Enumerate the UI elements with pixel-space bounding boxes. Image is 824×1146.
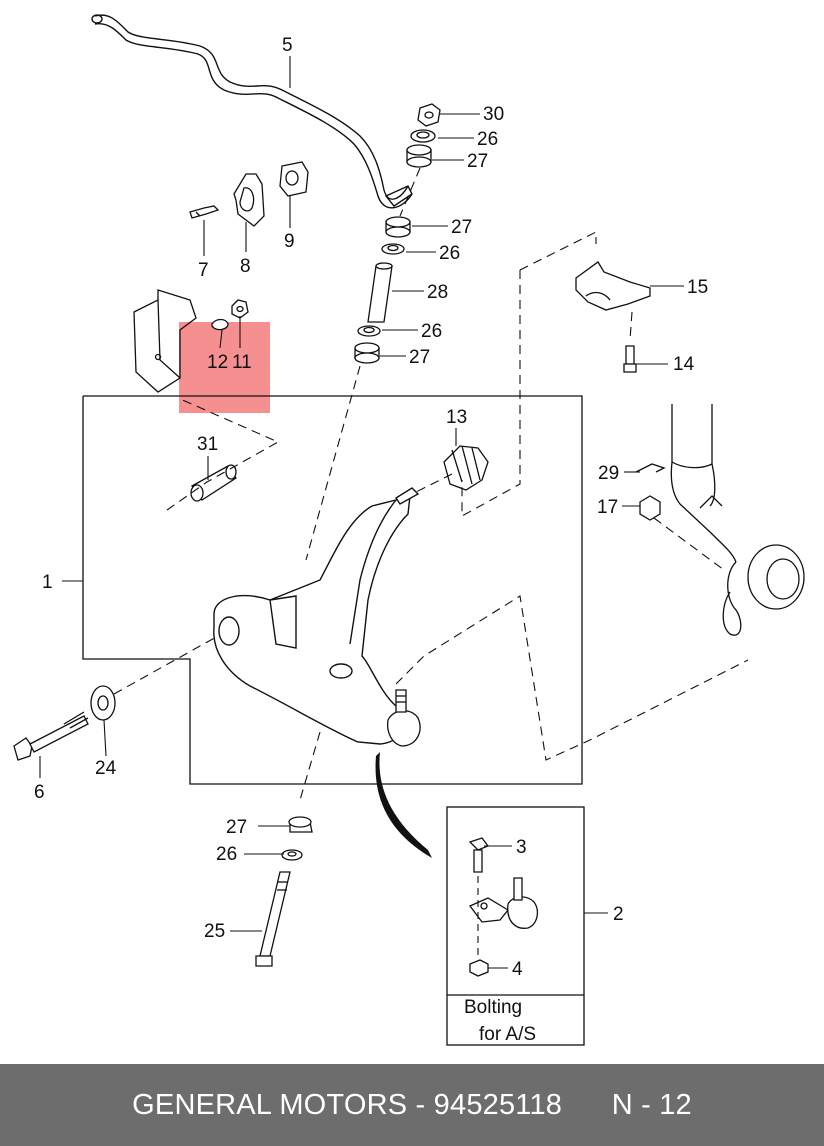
callout-12: 12 [207,352,228,373]
callout-11: 11 [232,352,252,373]
footer-gap [562,1089,612,1122]
pivot-axis-lines [113,635,321,801]
callout-25: 25 [204,921,225,942]
callout-29: 29 [598,463,619,484]
callout-27: 27 [451,217,472,238]
footer-bar: GENERAL MOTORS - 94525118 N - 12 [0,1064,824,1146]
callout-17: 17 [597,497,618,518]
callout-5: 5 [282,35,293,56]
callout-31: 31 [197,434,218,455]
callout-26: 26 [421,321,442,342]
callout-1: 1 [42,572,53,593]
arm-ball-joint [386,689,421,747]
callout-leaders [39,56,684,969]
highlight-box [179,322,270,413]
callout-13: 13 [446,407,467,428]
callout-27: 27 [409,347,430,368]
footer-page-ref: N - 12 [611,1088,692,1121]
callout-30: 30 [483,104,504,125]
service-bolting-inset [446,806,585,1046]
callout-15: 15 [687,277,708,298]
callout-28: 28 [427,282,448,303]
inset-caption-line-1: Bolting [464,997,522,1018]
footer-separator: - [407,1088,434,1121]
inset-caption-line-2: for A/S [479,1024,536,1045]
callout-2: 2 [613,904,624,925]
stabilizer-bracket-parts [189,161,309,227]
callout-26: 26 [439,243,460,264]
callout-26: 26 [216,844,237,865]
steering-knuckle [670,404,805,636]
callout-numbers: 5 30 26 27 27 26 28 26 27 7 8 9 12 11 31… [34,35,708,980]
exploded-parts-diagram: 5 30 26 27 27 26 28 26 27 7 8 9 12 11 31… [13,14,805,1046]
arm-bushings [190,445,489,502]
callout-6: 6 [34,782,45,803]
stabilizer-bar [91,14,413,209]
callout-7: 7 [198,260,209,281]
callout-27: 27 [467,151,488,172]
callout-26: 26 [477,129,498,150]
lower-control-arm [213,487,420,745]
inset-ball-joint-parts [468,837,539,977]
callout-24: 24 [95,758,117,779]
callout-4: 4 [512,959,523,980]
crossmember-bracket-parts [133,289,249,393]
bracket-15-and-bolt-14 [575,261,651,373]
stabilizer-bolt-parts [255,816,313,967]
callout-3: 3 [516,837,527,858]
callout-9: 9 [284,231,295,252]
footer-brand: GENERAL MOTORS [132,1088,408,1121]
bushing-axis-lines [166,397,453,511]
castle-nut-and-pin [635,463,666,521]
detail-arrow [375,752,432,858]
pivot-bolt-and-washer [13,685,116,761]
callout-8: 8 [240,256,251,277]
callout-14: 14 [673,354,695,375]
link-axis-lines [305,167,421,561]
assembly-guide-lines [395,231,749,761]
footer-part-number: 94525118 [433,1088,563,1121]
lower-arm-assembly-frame [82,395,583,785]
callout-27: 27 [226,817,247,838]
stabilizer-link-parts [354,103,441,364]
